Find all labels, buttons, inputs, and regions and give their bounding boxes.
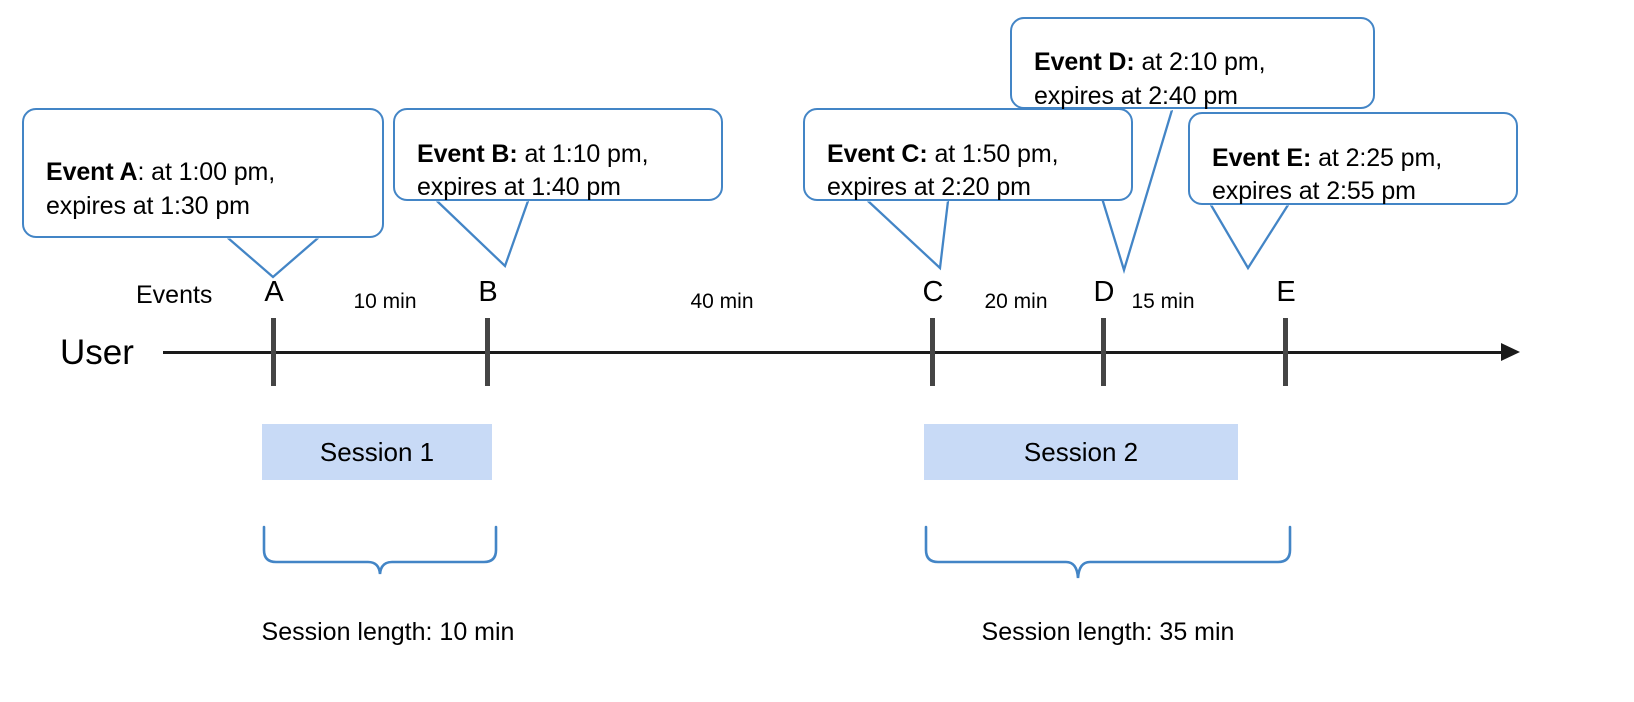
callout-event-b: Event B: at 1:10 pm, expires at 1:40 pm (393, 108, 723, 201)
session-box-1-label: Session 1 (319, 436, 435, 467)
event-tick-e (1283, 318, 1288, 386)
callout-event-e-bold: Event E: (1212, 143, 1312, 172)
callout-event-c: Event C: at 1:50 pm, expires at 2:20 pm (803, 108, 1133, 201)
callout-event-b-bold: Event B: (417, 139, 518, 168)
gap-label-b-c: 40 min (690, 290, 754, 313)
callout-event-d-bold: Event D: (1034, 48, 1135, 77)
session-box-2: Session 2 (924, 424, 1238, 480)
timeline-axis (163, 351, 1503, 354)
event-tick-a (271, 318, 276, 386)
callout-event-a-bold: Event A (46, 158, 138, 187)
event-label-c: C (922, 276, 944, 308)
event-label-e: E (1276, 276, 1296, 308)
event-label-b: B (478, 276, 498, 308)
event-tick-c (930, 318, 935, 386)
gap-label-a-b: 10 min (353, 290, 417, 313)
event-label-a: A (264, 276, 284, 308)
callout-event-d-text: Event D: at 2:10 pm, expires at 2:40 pm (1012, 13, 1266, 114)
callout-event-a: Event A: at 1:00 pm, expires at 1:30 pm (22, 108, 384, 238)
gap-label-d-e: 15 min (1131, 290, 1195, 313)
callout-event-d: Event D: at 2:10 pm, expires at 2:40 pm (1010, 17, 1375, 110)
callout-event-a-text: Event A: at 1:00 pm, expires at 1:30 pm (24, 123, 275, 224)
callout-event-d-rest: at 2:10 pm, expires at 2:40 pm (1034, 48, 1266, 110)
event-tick-b (485, 318, 490, 386)
timeline-arrowhead (1501, 343, 1520, 361)
events-row-label: Events (136, 281, 213, 309)
callout-event-e: Event E: at 2:25 pm, expires at 2:55 pm (1188, 112, 1518, 205)
session-length-1: Session length: 10 min (261, 618, 515, 646)
gap-label-c-d: 20 min (984, 290, 1048, 313)
callout-event-c-bold: Event C: (827, 139, 928, 168)
session-length-2: Session length: 35 min (981, 618, 1235, 646)
callout-event-a-rest: : at 1:00 pm, expires at 1:30 pm (46, 158, 276, 220)
callout-event-e-text: Event E: at 2:25 pm, expires at 2:55 pm (1190, 108, 1442, 209)
callout-event-b-text: Event B: at 1:10 pm, expires at 1:40 pm (395, 104, 649, 205)
user-row-label: User (60, 333, 134, 372)
session-box-2-label: Session 2 (1023, 436, 1139, 467)
event-tick-d (1101, 318, 1106, 386)
event-label-d: D (1093, 276, 1115, 308)
callout-event-c-text: Event C: at 1:50 pm, expires at 2:20 pm (805, 104, 1059, 205)
session-box-1: Session 1 (262, 424, 492, 480)
